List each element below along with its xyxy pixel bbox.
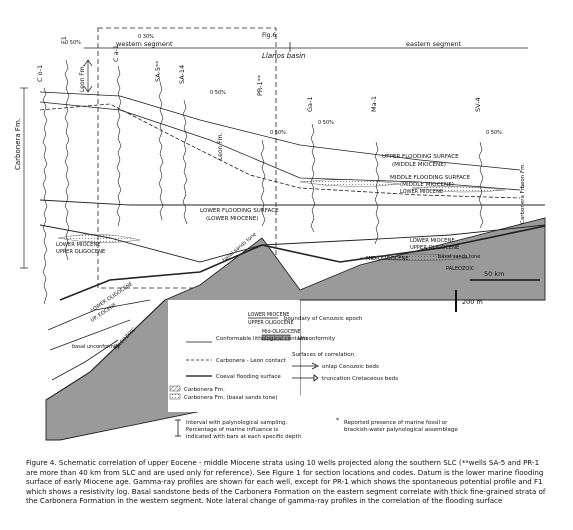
svg-text:0 50%: 0 50% [65,40,81,46]
well-names: C o-1 F1 C a-1 SA-5** SA-14 PR-1** Ga-1 … [36,36,482,112]
carbonera-leon-contact [39,103,521,199]
well-sv4: SV-4 [474,97,482,112]
svg-text:0 30%: 0 30% [138,34,154,40]
caption-line: which shows a resistivity log. Basal san… [26,486,546,496]
svg-text:UPPER OLIGOCENE: UPPER OLIGOCENE [248,320,294,326]
carbonera-fm-label: Carbonera Fm. [14,118,22,170]
svg-text:50 km: 50 km [484,270,504,278]
leon-fm-label-east: Leon Fm. [520,163,526,188]
svg-text:boundary of Cenozoic epoch: boundary of Cenozoic epoch [284,316,363,322]
svg-text:Coeval flooding surface: Coeval flooding surface [216,374,281,380]
upper-flooding-surface [39,91,521,171]
svg-text:truncation Cretaceous beds: truncation Cretaceous beds [322,376,398,382]
well-logs [42,59,484,305]
svg-text:Reported presence of marine fo: Reported presence of marine fossil or [344,420,448,426]
svg-text:Unconformity: Unconformity [298,336,336,342]
correlation-figure: Fig.6 western segment eastern segment Ll… [14,27,546,441]
svg-text:200 m: 200 m [462,298,483,306]
svg-text:Conformable lithological conta: Conformable lithological contacts [216,336,308,342]
svg-text:(LOWER MIOCENE): (LOWER MIOCENE) [206,216,258,222]
middle-flooding-label: MIDDLE FLOODING SURFACE [390,175,471,181]
svg-text:0 50%: 0 50% [318,120,334,126]
svg-text:UPPER OLIGOCENE: UPPER OLIGOCENE [410,245,459,251]
svg-text:Mid-OLIGOCENE: Mid-OLIGOCENE [262,329,301,335]
eastern-segment-label: eastern segment [406,40,462,48]
legend: LOWER MIOCENE UPPER OLIGOCENE boundary o… [169,312,458,440]
well-ma1: Ma-1 [370,96,378,112]
svg-text:LOWER MIOCENE: LOWER MIOCENE [56,242,101,248]
svg-text:LOWER MIOCENE: LOWER MIOCENE [400,189,443,195]
svg-text:(MIDDLE MIOCENE): (MIDDLE MIOCENE) [392,162,446,168]
well-pr1: PR-1** [256,74,264,96]
svg-text:MID-OLIGOCENE: MID-OLIGOCENE [366,256,409,262]
fig6-label: Fig.6 [262,32,276,39]
llanos-basin-label: Llanos basin [262,52,306,60]
caption-line: are more than 40 km from SLC and are use… [26,467,544,477]
svg-text:LOWER MIOCENE: LOWER MIOCENE [248,312,289,318]
mid-oligocene-unconformity [59,225,546,301]
lower-flooding-label: LOWER FLOODING SURFACE [200,208,279,214]
well-ga1: Ga-1 [306,96,314,112]
well-ca1: C a-1 [112,45,120,62]
svg-text:Carbonera Fm. (basal sands ton: Carbonera Fm. (basal sands tone) [184,395,277,401]
well-co1: C o-1 [36,65,44,82]
well-sa5: SA-5** [154,60,162,82]
svg-text:(MIDDLE MIOCENE): (MIDDLE MIOCENE) [400,182,454,188]
caption-line: surface of early Miocene age. Gamma-ray … [26,477,543,486]
sand-lens-west [57,234,141,243]
svg-text:*: * [336,417,339,424]
upper-flooding-label: UPPER FLOODING SURFACE [382,154,459,160]
western-segment-label: western segment [116,40,173,48]
figure-caption: Figure 4. Schematic correlation of upper… [26,458,552,506]
caption-line: the Carbonera Formation in the western s… [26,496,503,505]
svg-text:UPPER OLIGOCENE: UPPER OLIGOCENE [56,249,105,255]
svg-text:Carbonera Fm.: Carbonera Fm. [184,387,225,393]
svg-text:Carbonera - Leon contact: Carbonera - Leon contact [216,358,287,364]
svg-text:brackish-water palynological a: brackish-water palynological assemblage [344,427,458,433]
svg-text:LOWER MIOCENE: LOWER MIOCENE [410,238,455,244]
leon-fm-label-mid: Leon Fm. [217,132,224,160]
leon-fm-label-west: Leon Fm. [79,64,86,92]
svg-text:Surfaces of correlation: Surfaces of correlation [292,352,355,358]
svg-text:basal sands tone: basal sands tone [438,254,480,260]
svg-text:onlap Cenozoic beds: onlap Cenozoic beds [322,364,379,370]
sand-lens-east [299,179,401,187]
svg-text:0 50%: 0 50% [210,90,226,96]
well-f1: F1 [60,36,68,44]
svg-text:0 50%: 0 50% [270,130,286,136]
svg-text:basal unconformity: basal unconformity [72,344,120,350]
svg-text:0 50%: 0 50% [486,130,502,136]
svg-text:Percentage of marine influence: Percentage of marine influence is [186,427,278,433]
lower-flooding-surface [39,199,545,206]
svg-text:PALEOZOIC: PALEOZOIC [446,266,475,272]
svg-text:indicated with bars at each sp: indicated with bars at each specific dep… [186,434,302,440]
caption-line: Figure 4. Schematic correlation of upper… [26,458,540,467]
svg-text:Interval with palynological sa: Interval with palynological sampling. [186,420,287,426]
well-sa14: SA-14 [178,65,186,84]
fig6-dashed-frame [97,27,277,289]
middle-flooding-surface [39,101,521,191]
carbonera-fm-label-east: Carbonera Fm. [520,183,526,224]
